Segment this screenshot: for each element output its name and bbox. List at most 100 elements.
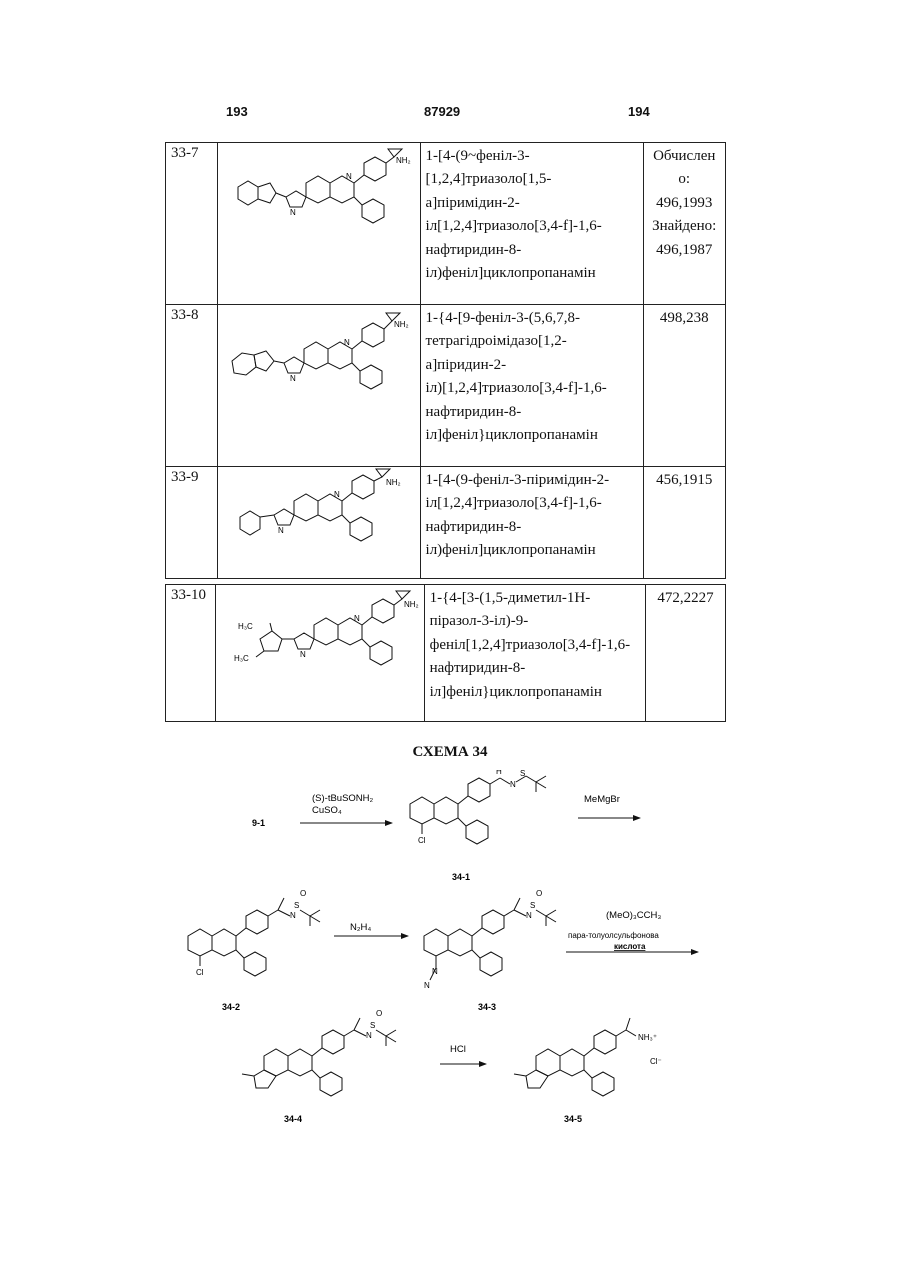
n-label: N xyxy=(424,981,430,990)
name-line: іл]феніл}циклопропанамін xyxy=(426,424,638,447)
cl-label: Cl xyxy=(418,836,426,845)
mass-line: 496,1993 xyxy=(649,192,721,215)
compound-name: 1-{4-[3-(1,5-диметил-1Н- піразол-3-іл)-9… xyxy=(424,585,645,722)
cl-label: Cl xyxy=(196,968,204,977)
page-number-right: 194 xyxy=(628,104,650,119)
n-label: N xyxy=(334,490,340,499)
name-line: іл)феніл]циклопропанамін xyxy=(426,262,638,285)
mass-cell: 498,238 xyxy=(643,305,726,467)
n-label: N xyxy=(526,911,532,920)
compound-label-34-3: 34-3 xyxy=(478,1002,496,1012)
name-line: іл)[1,2,4]триазоло[3,4-f]-1,6- xyxy=(426,377,638,400)
n-label: N xyxy=(290,208,296,217)
mass-line: 496,1987 xyxy=(649,239,721,262)
name-line: [1,2,4]триазоло[1,5- xyxy=(426,168,638,191)
structure-cell: NH₂ N N xyxy=(217,143,420,305)
compound-name: 1-[4-(9~феніл-3- [1,2,4]триазоло[1,5- а]… xyxy=(420,143,643,305)
nh2-label: NH₂ xyxy=(404,600,419,609)
structure-34-5 xyxy=(514,1018,636,1096)
table-row: 33-9 NH₂ N N xyxy=(166,467,726,579)
compound-label-34-5: 34-5 xyxy=(564,1114,582,1124)
name-line: нафтиридин-8- xyxy=(430,657,640,680)
reagent-cuso4: CuSO₄ xyxy=(312,805,342,816)
n-label: N xyxy=(510,780,516,789)
name-line: феніл[1,2,4]триазоло[3,4-f]-1,6- xyxy=(430,634,640,657)
structure-cell: NH₂ N N xyxy=(217,305,420,467)
name-line: а]піримідин-2- xyxy=(426,192,638,215)
o-label: O xyxy=(536,889,542,898)
mass-line: Обчислен xyxy=(649,145,721,168)
name-line: іл[1,2,4]триазоло[3,4-f]-1,6- xyxy=(426,215,638,238)
compound-name: 1-{4-[9-феніл-3-(5,6,7,8- тетрагідроімід… xyxy=(420,305,643,467)
reagent-hcl: HCl xyxy=(450,1044,466,1055)
mass-line: о: xyxy=(649,168,721,191)
name-line: нафтиридин-8- xyxy=(426,239,638,262)
name-line: іл)феніл]циклопропанамін xyxy=(426,539,638,562)
compound-table-continued: 33-10 H₃C H xyxy=(165,584,726,722)
name-line: іл[1,2,4]триазоло[3,4-f]-1,6- xyxy=(426,492,638,515)
compound-id: 33-7 xyxy=(166,143,218,305)
s-label: S xyxy=(520,770,525,778)
structure-cell: NH₂ N N xyxy=(217,467,420,579)
n-label: N xyxy=(344,338,350,347)
mass-line: 456,1915 xyxy=(649,469,721,492)
o-label: O xyxy=(376,1009,382,1018)
n-label: N xyxy=(366,1031,372,1040)
reagent-memgbr: MeMgBr xyxy=(584,794,620,805)
n-label: N xyxy=(290,911,296,920)
patent-number: 87929 xyxy=(424,104,460,119)
name-line: піразол-3-іл)-9- xyxy=(430,610,640,633)
name-line: 1-{4-[3-(1,5-диметил-1Н- xyxy=(430,587,640,610)
compound-label-34-2: 34-2 xyxy=(222,1002,240,1012)
s-label: S xyxy=(530,901,535,910)
structure-cell: H₃C H₃C NH₂ N N xyxy=(215,585,424,722)
name-line: 1-[4-(9~феніл-3- xyxy=(426,145,638,168)
structure-34-3 xyxy=(424,898,556,980)
name-line: іл]феніл}циклопропанамін xyxy=(430,681,640,704)
nh2-label: NH₂ xyxy=(394,320,409,329)
structure-33-10: H₃C H₃C NH₂ N N xyxy=(216,585,424,720)
scheme-title: СХЕМА 34 xyxy=(0,744,900,761)
mass-line: 472,2227 xyxy=(651,587,720,610)
structure-33-9: NH₂ N N xyxy=(218,467,416,577)
table-row: 33-7 xyxy=(166,143,726,305)
mass-line: 498,238 xyxy=(649,307,721,330)
structure-33-8: NH₂ N N xyxy=(218,305,416,465)
h3c-label: H₃C xyxy=(234,654,249,663)
name-line: нафтиридин-8- xyxy=(426,516,638,539)
n-label: N xyxy=(290,374,296,383)
table-row: 33-10 H₃C H xyxy=(166,585,726,722)
compound-id: 33-10 xyxy=(166,585,216,722)
mass-line: Знайдено: xyxy=(649,215,721,238)
h3c-label: H₃C xyxy=(238,622,253,631)
n-label: N xyxy=(346,172,352,181)
o-label: O xyxy=(300,889,306,898)
n-label: N xyxy=(278,526,284,535)
compound-label-34-4: 34-4 xyxy=(284,1114,302,1124)
s-label: S xyxy=(294,901,299,910)
reagent-tbusonh2: (S)-tBuSONH₂ xyxy=(312,793,374,804)
nh3-label: NH₃⁺ xyxy=(638,1033,657,1042)
compound-id: 33-9 xyxy=(166,467,218,579)
name-line: нафтиридин-8- xyxy=(426,401,638,424)
structure-34-2 xyxy=(188,898,320,976)
reaction-scheme: 9-1 (S)-tBuSONH₂ CuSO₄ Cl N S O H 34-1 M… xyxy=(0,770,900,1130)
reagent-ptsa-line1: пара-толуолсульфонова xyxy=(568,931,659,940)
n-label: N xyxy=(432,967,438,976)
structure-34-1 xyxy=(410,776,546,844)
nh2-label: NH₂ xyxy=(386,478,401,487)
mass-cell: 456,1915 xyxy=(643,467,726,579)
reagent-ptsa-line2: кислота xyxy=(614,942,646,951)
name-line: 1-[4-(9-феніл-3-піримідин-2- xyxy=(426,469,638,492)
reagent-n2h4: N₂H₄ xyxy=(350,922,371,933)
s-label: S xyxy=(370,1021,375,1030)
compound-id: 33-8 xyxy=(166,305,218,467)
compound-table: 33-7 xyxy=(165,142,726,579)
n-label: N xyxy=(354,614,360,623)
name-line: тетрагідроімідазо[1,2- xyxy=(426,330,638,353)
nh2-label: NH₂ xyxy=(396,156,411,165)
name-line: а]піридин-2- xyxy=(426,354,638,377)
name-line: 1-{4-[9-феніл-3-(5,6,7,8- xyxy=(426,307,638,330)
compound-label-34-1: 34-1 xyxy=(452,872,470,882)
page-number-left: 193 xyxy=(226,104,248,119)
